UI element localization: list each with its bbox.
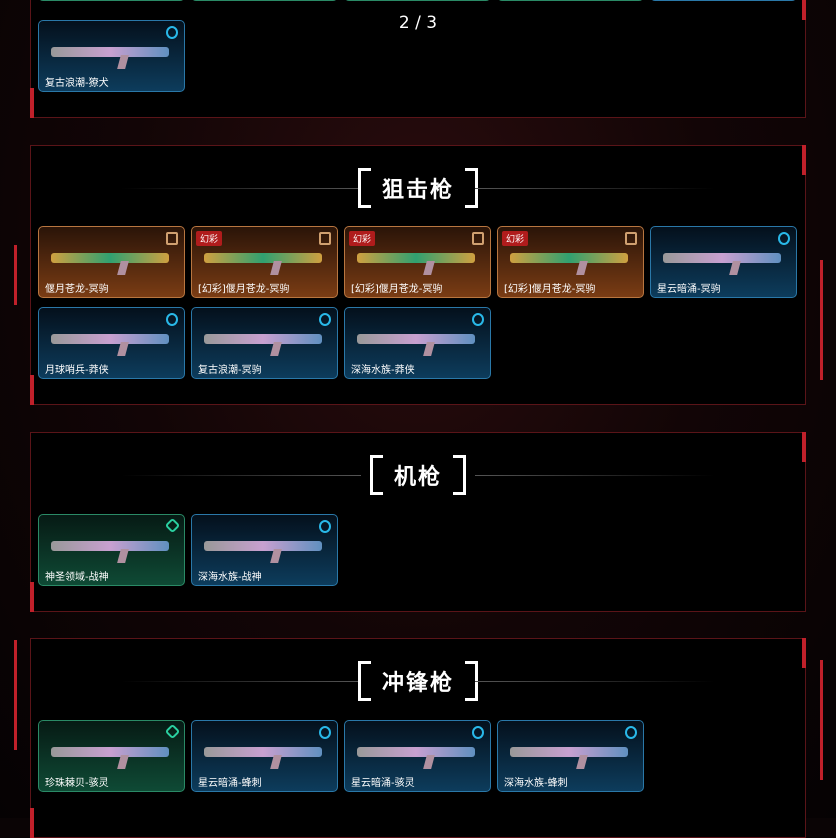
variant-tag: 幻彩 — [502, 231, 529, 246]
weapon-skin-card[interactable]: 偃月苍龙-冥驹 — [38, 226, 185, 298]
skin-name: 月球哨兵-莽侠 — [45, 365, 109, 376]
weapon-grip — [576, 261, 588, 275]
rarity-icon — [472, 313, 484, 326]
skin-name: 深海水族-莽侠 — [351, 365, 415, 376]
weapon-grip — [270, 342, 282, 356]
section-panel-smg: 冲锋枪 珍珠棘贝-骇灵 星云暗涌-蜂刺 星云暗涌-骇灵 深海水族-蜂刺 — [30, 638, 806, 838]
rarity-icon — [319, 232, 331, 245]
rarity-icon — [625, 232, 637, 245]
weapon-skin-card[interactable]: 珍珠棘贝-幻影 — [497, 0, 644, 1]
rarity-icon — [166, 26, 178, 39]
weapon-skin-card[interactable]: 月球哨兵-戍卫 — [650, 0, 797, 1]
variant-tag: 幻彩 — [196, 231, 223, 246]
weapon-skin-card[interactable]: 珍珠棘贝-戍卫 — [344, 0, 491, 1]
weapon-image — [51, 253, 169, 263]
weapon-skin-card[interactable]: 复古浪潮-獠犬 — [38, 20, 185, 92]
weapon-skin-card[interactable]: 神圣领域-獠犬 — [38, 0, 185, 1]
skin-name: 星云暗涌-蜂刺 — [198, 778, 262, 789]
pagination-indicator: 2 / 3 — [398, 13, 438, 33]
weapon-skin-card[interactable]: 深海水族-莽侠 — [344, 307, 491, 379]
rarity-icon — [319, 726, 331, 739]
weapon-skin-card[interactable]: 月球哨兵-莽侠 — [38, 307, 185, 379]
rarity-icon — [319, 520, 331, 533]
skin-name: 深海水族-蜂刺 — [504, 778, 568, 789]
section-panel-sniper: 狙击枪 偃月苍龙-冥驹 幻彩 [幻彩]偃月苍龙-冥驹 幻彩 [幻彩]偃月苍龙-冥驹 幻彩 [… — [30, 145, 806, 405]
weapon-grip — [117, 342, 129, 356]
rarity-icon — [778, 232, 790, 245]
skin-name: [幻彩]偃月苍龙-冥驹 — [198, 284, 290, 295]
decor-dash — [820, 660, 823, 780]
rarity-icon — [164, 723, 181, 740]
weapon-grip — [117, 549, 129, 563]
skin-name: 偃月苍龙-冥驹 — [45, 284, 109, 295]
weapon-skin-card[interactable]: 星云暗涌-骇灵 — [344, 720, 491, 792]
weapon-grip — [423, 261, 435, 275]
weapon-grip — [423, 755, 435, 769]
weapon-grip — [423, 342, 435, 356]
rarity-icon — [625, 726, 637, 739]
weapon-image — [357, 334, 475, 344]
decor-dash — [14, 640, 17, 750]
weapon-grip — [270, 549, 282, 563]
weapon-image — [51, 47, 169, 57]
weapon-skin-card[interactable]: 深海水族-战神 — [191, 514, 338, 586]
rarity-icon — [164, 517, 181, 534]
weapon-grip — [729, 261, 741, 275]
weapon-grip — [576, 755, 588, 769]
weapon-grip — [117, 755, 129, 769]
weapon-image — [357, 253, 475, 263]
weapon-image — [51, 541, 169, 551]
rarity-icon — [319, 313, 331, 326]
weapon-image — [51, 747, 169, 757]
weapon-skin-card[interactable]: 神圣领域-战神 — [38, 514, 185, 586]
decor-dash — [14, 245, 17, 305]
section-title: 机枪 — [31, 455, 805, 495]
weapon-skin-card[interactable]: 复古浪潮-冥驹 — [191, 307, 338, 379]
weapon-grip — [270, 261, 282, 275]
skin-name: 深海水族-战神 — [198, 572, 262, 583]
weapon-skin-card[interactable]: 星云暗涌-蜂刺 — [191, 720, 338, 792]
weapon-image — [204, 747, 322, 757]
skin-name: 复古浪潮-獠犬 — [45, 78, 109, 89]
rarity-icon — [472, 726, 484, 739]
section-panel-machinegun: 机枪 神圣领域-战神 深海水族-战神 — [30, 432, 806, 612]
section-panel-assault: 2 / 3 神圣领域-獠犬 神圣领域-幻影 珍珠棘贝-戍卫 珍珠棘贝-幻影 月球哨兵-戍… — [30, 0, 806, 118]
section-title: 狙击枪 — [31, 168, 805, 208]
skin-name: [幻彩]偃月苍龙-冥驹 — [504, 284, 596, 295]
decor-dash — [820, 260, 823, 380]
weapon-image — [357, 747, 475, 757]
weapon-grip — [270, 755, 282, 769]
rarity-icon — [472, 232, 484, 245]
rarity-icon — [166, 232, 178, 245]
weapon-image — [663, 253, 781, 263]
weapon-image — [510, 253, 628, 263]
skin-name: 神圣领域-战神 — [45, 572, 109, 583]
weapon-skin-card[interactable]: 珍珠棘贝-骇灵 — [38, 720, 185, 792]
weapon-image — [204, 541, 322, 551]
weapon-image — [510, 747, 628, 757]
rarity-icon — [166, 313, 178, 326]
weapon-grip — [117, 261, 129, 275]
weapon-image — [204, 253, 322, 263]
weapon-skin-card[interactable]: 神圣领域-幻影 — [191, 0, 338, 1]
skin-name: 复古浪潮-冥驹 — [198, 365, 262, 376]
weapon-skin-card[interactable]: 星云暗涌-冥驹 — [650, 226, 797, 298]
weapon-skin-card[interactable]: 幻彩 [幻彩]偃月苍龙-冥驹 — [344, 226, 491, 298]
weapon-grip — [117, 55, 129, 69]
weapon-skin-card[interactable]: 幻彩 [幻彩]偃月苍龙-冥驹 — [191, 226, 338, 298]
variant-tag: 幻彩 — [349, 231, 376, 246]
skin-name: 星云暗涌-骇灵 — [351, 778, 415, 789]
weapon-image — [204, 334, 322, 344]
weapon-skin-card[interactable]: 深海水族-蜂刺 — [497, 720, 644, 792]
skin-name: [幻彩]偃月苍龙-冥驹 — [351, 284, 443, 295]
section-title: 冲锋枪 — [31, 661, 805, 701]
skin-name: 星云暗涌-冥驹 — [657, 284, 721, 295]
weapon-skin-card[interactable]: 幻彩 [幻彩]偃月苍龙-冥驹 — [497, 226, 644, 298]
weapon-image — [51, 334, 169, 344]
skin-name: 珍珠棘贝-骇灵 — [45, 778, 109, 789]
